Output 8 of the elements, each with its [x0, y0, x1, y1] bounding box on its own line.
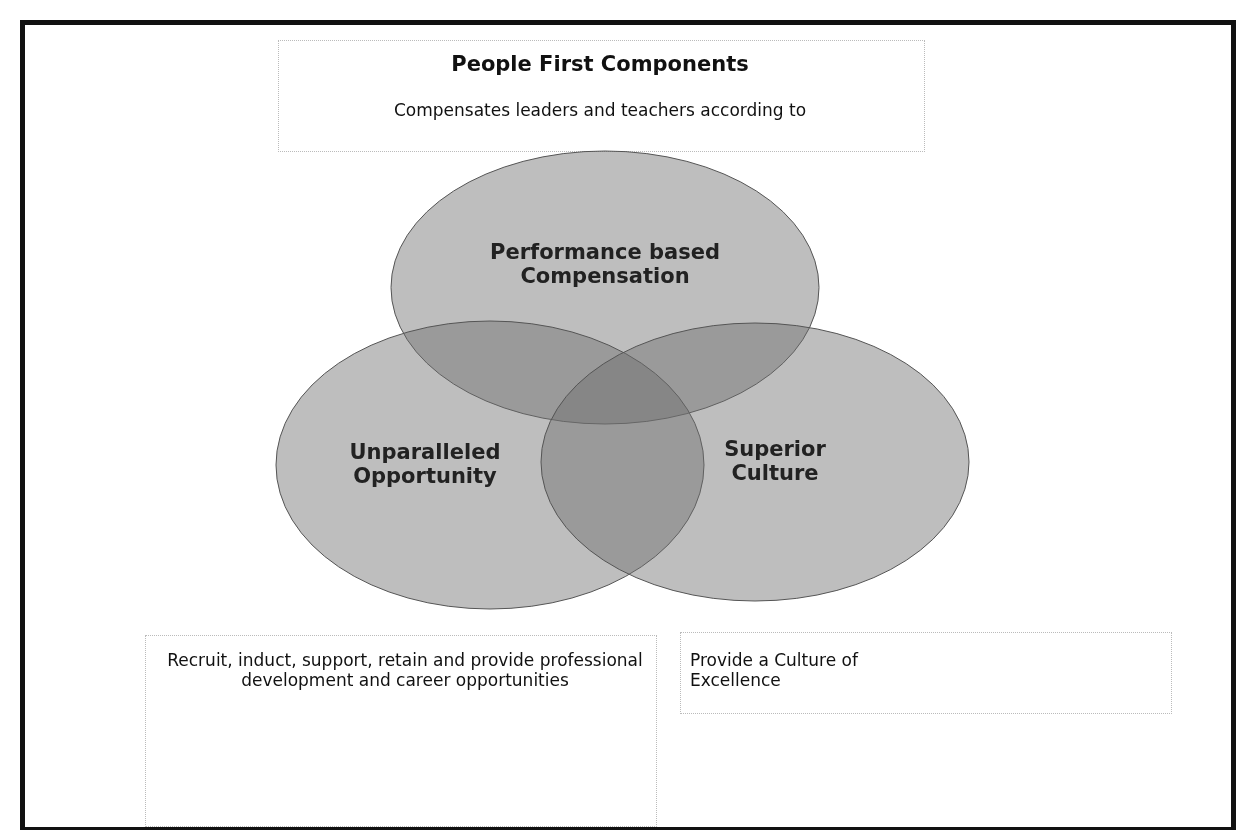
- circle-label: Performance based Compensation: [489, 240, 721, 288]
- venn-circle: [540, 322, 970, 602]
- description-text: Compensates leaders and teachers according to: [392, 100, 808, 120]
- diagram-title: People First Components: [450, 52, 750, 76]
- circle-label: Superior Culture: [723, 437, 827, 485]
- circle-label: Unparalleled Opportunity: [348, 440, 502, 488]
- description-text: Provide a Culture of Excellence: [690, 650, 860, 690]
- description-text: Recruit, induct, support, retain and provide professional development and career opportunities: [166, 650, 644, 690]
